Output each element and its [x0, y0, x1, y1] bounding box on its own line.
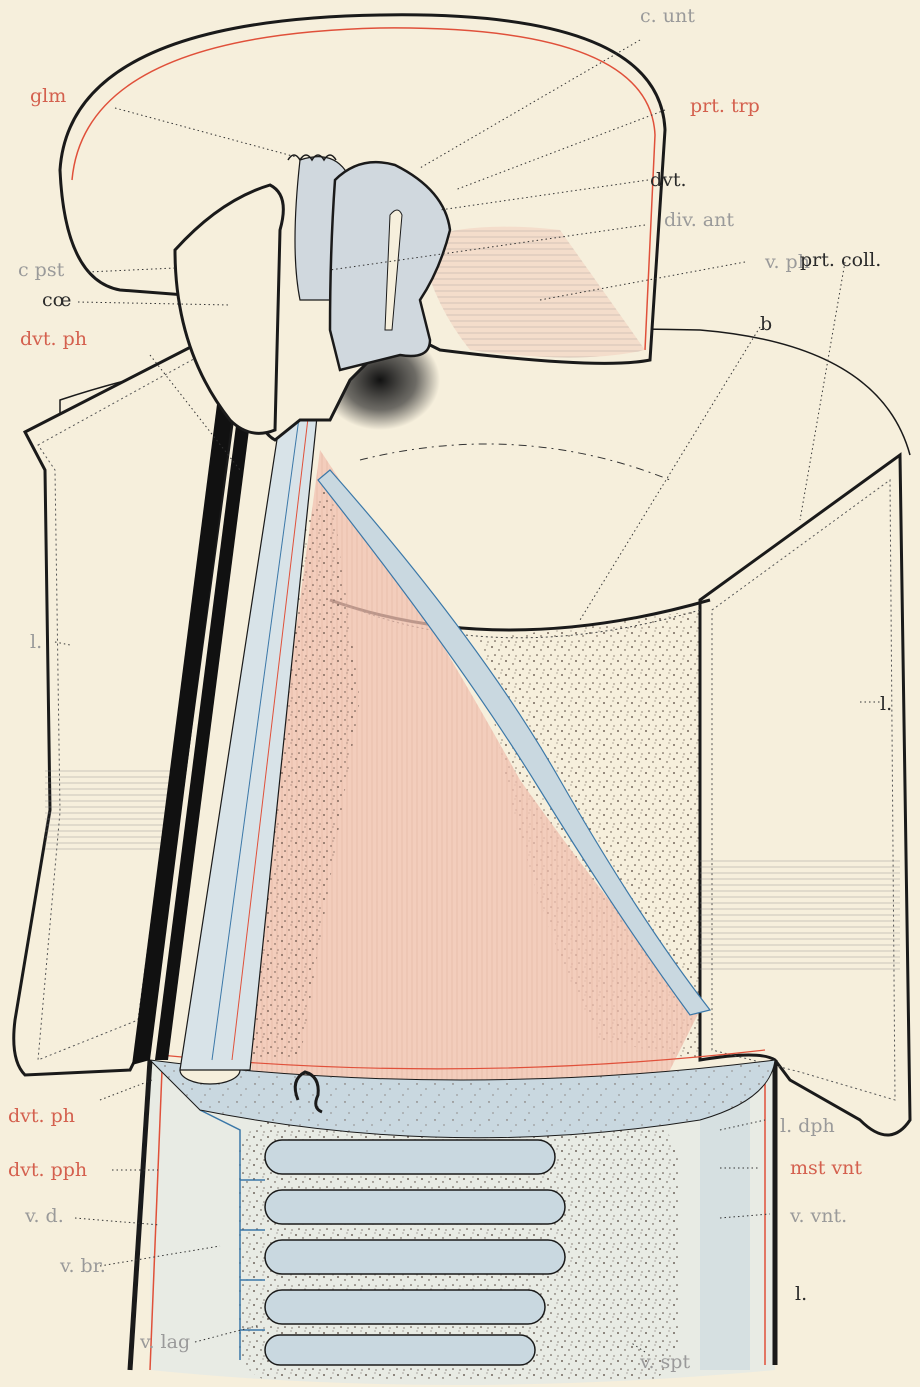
label-glm: glm: [30, 85, 66, 107]
label-l-left: l.: [30, 631, 42, 653]
label-v-br: v. br.: [59, 1255, 106, 1277]
label-v-d: v. d.: [24, 1205, 64, 1227]
label-dvt-pph: dvt. pph: [8, 1159, 87, 1181]
label-c-pst: c pst: [18, 259, 65, 281]
collar-right-hatch: [700, 860, 900, 970]
label-dvt-ph-top: dvt. ph: [20, 328, 87, 350]
label-l-dph: l. dph: [780, 1115, 835, 1137]
label-dvt-ph-bottom: dvt. ph: [8, 1105, 75, 1127]
label-coe: cœ: [42, 289, 71, 311]
collar-left-hatch: [45, 770, 175, 850]
label-l-right: l.: [880, 693, 892, 715]
label-b: b: [760, 313, 772, 335]
collar-dash-arc: [360, 444, 670, 480]
label-dvt: dvt.: [650, 169, 687, 191]
collar-right-flange: [700, 455, 910, 1135]
label-v-lag: v. lag: [139, 1331, 190, 1353]
label-div-ant: div. ant: [664, 209, 734, 231]
label-c-unt: c. unt: [640, 5, 695, 27]
label-prt-coll: prt. coll.: [800, 249, 881, 271]
label-prt-trp: prt. trp: [690, 95, 760, 117]
label-l-bottom: l.: [795, 1283, 807, 1305]
label-mst-vnt: mst vnt: [790, 1157, 862, 1179]
label-v-vnt: v. vnt.: [789, 1205, 847, 1227]
label-v-spt: v. spt: [639, 1351, 690, 1373]
trunk-left-wall: [130, 1060, 150, 1370]
